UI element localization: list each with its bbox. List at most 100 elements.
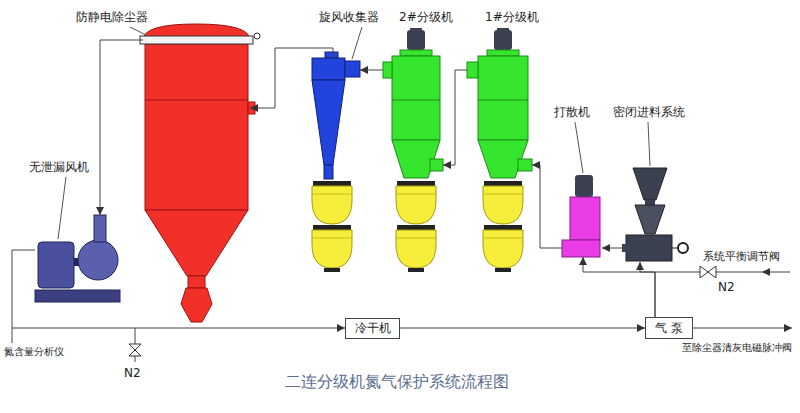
sealed-feeder — [622, 168, 688, 261]
classifier-1 — [467, 28, 532, 272]
bin-ring — [408, 268, 424, 272]
cyclone-exhaust — [325, 52, 338, 58]
feed-hopper — [635, 205, 665, 234]
handwheel — [678, 243, 688, 253]
disperser-body — [570, 197, 600, 240]
product-bin — [396, 181, 436, 224]
feed-hopper — [633, 168, 667, 200]
pipe-connector — [400, 328, 645, 329]
balance-valve — [700, 266, 716, 278]
disperser-outlet — [562, 240, 600, 257]
leader-line — [575, 122, 583, 173]
classifier-2 — [383, 28, 443, 272]
bin-ring — [324, 268, 340, 272]
leader-line — [352, 27, 362, 59]
motor — [407, 30, 425, 50]
process-box: 冷干机 — [345, 318, 400, 339]
collector-neck — [188, 276, 205, 288]
diagram-title: 二连分级机氮气保护系统流程图 — [285, 372, 509, 391]
outlet-box — [467, 62, 478, 78]
motor — [494, 30, 512, 50]
cyclone-inlet — [345, 61, 360, 77]
pipe-label: 系统平衡调节阀 — [703, 250, 780, 263]
equipment-label: 旋风收集器 — [318, 10, 380, 24]
pipe-connector — [532, 165, 562, 248]
product-bin — [312, 181, 352, 224]
pipe-label: N2 — [718, 280, 735, 294]
leader-lines — [58, 27, 650, 239]
collector-cone — [145, 210, 248, 276]
equipment-label: 1#分级机 — [484, 10, 540, 24]
classifier-body — [392, 56, 440, 140]
pipe-connector — [100, 40, 143, 215]
disperser — [562, 175, 600, 257]
leader-line — [648, 122, 650, 166]
fan-motor — [38, 242, 74, 288]
pipe-connector — [250, 48, 333, 108]
cyclone-cone — [312, 80, 345, 165]
inlet-stub — [430, 159, 443, 171]
pipe-connector — [640, 262, 655, 317]
analyzer-pipe — [12, 328, 13, 343]
pipe-label: 氮含量分析仪 — [4, 346, 64, 358]
cyclone-barrel — [312, 58, 345, 80]
inlet-stub — [518, 159, 532, 171]
equipment-label: 2#分级机 — [398, 10, 454, 24]
fan-outlet — [94, 215, 106, 242]
pulse-air-pipe — [693, 328, 792, 329]
equipment-box: 旋风收集器 — [310, 58, 360, 272]
feed-valve — [626, 235, 672, 261]
collector-seam — [145, 100, 248, 101]
equipment-label: 防静电除尘器 — [75, 10, 149, 24]
pipe-connector — [583, 257, 655, 317]
outlet-box — [383, 62, 392, 78]
fan-base — [35, 290, 120, 302]
equipment-box: 无泄漏风机 — [35, 215, 120, 305]
process-label: 气 泵 — [655, 321, 683, 335]
pipe-connector — [12, 250, 345, 328]
product-bin — [396, 225, 436, 268]
product-bin — [483, 181, 523, 224]
process-label: 冷干机 — [355, 321, 391, 335]
pipe-connector — [602, 248, 622, 249]
equipment-box: 1#分级机 — [467, 28, 532, 272]
pipe-connector — [443, 70, 467, 165]
product-bin — [312, 225, 352, 268]
cyclone — [312, 52, 360, 272]
feed-pipe — [622, 244, 627, 252]
collector-flange — [140, 36, 253, 44]
fan-housing — [78, 240, 118, 280]
pipe-label: N2 — [124, 366, 141, 380]
leader-line — [130, 27, 146, 35]
equipment-box: 密闭进料系统 — [622, 165, 690, 262]
classifier-body — [478, 56, 528, 140]
equipment-box: 2#分级机 — [383, 28, 443, 272]
bin-ring — [495, 268, 511, 272]
nitrogen-pipe — [762, 272, 790, 273]
pressure-gauge — [254, 33, 260, 39]
equipment-box: 防静电除尘器 — [143, 26, 250, 322]
dust-collector — [140, 24, 260, 322]
pipe-label: 至除尘器清灰电磁脉冲阀 — [682, 342, 792, 354]
aux-pipes — [12, 272, 792, 362]
cyclone-outlet — [324, 165, 333, 179]
hopper-neck — [645, 200, 655, 205]
body-seam — [392, 100, 440, 101]
collector-body — [145, 44, 248, 210]
equipment-box: 打散机 — [562, 175, 602, 257]
process-box: 气 泵 — [645, 317, 693, 339]
equipment-label: 无泄漏风机 — [28, 160, 90, 174]
motor-base — [400, 50, 432, 56]
leak-free-fan — [35, 215, 120, 302]
motor-base — [487, 50, 519, 56]
equipment-label: 打散机 — [553, 105, 591, 119]
body-seam — [478, 100, 528, 101]
product-bin — [483, 225, 523, 268]
motor — [575, 175, 593, 197]
leader-line — [58, 177, 66, 239]
discharge-valve — [181, 288, 212, 322]
pipe-connector — [360, 70, 383, 71]
